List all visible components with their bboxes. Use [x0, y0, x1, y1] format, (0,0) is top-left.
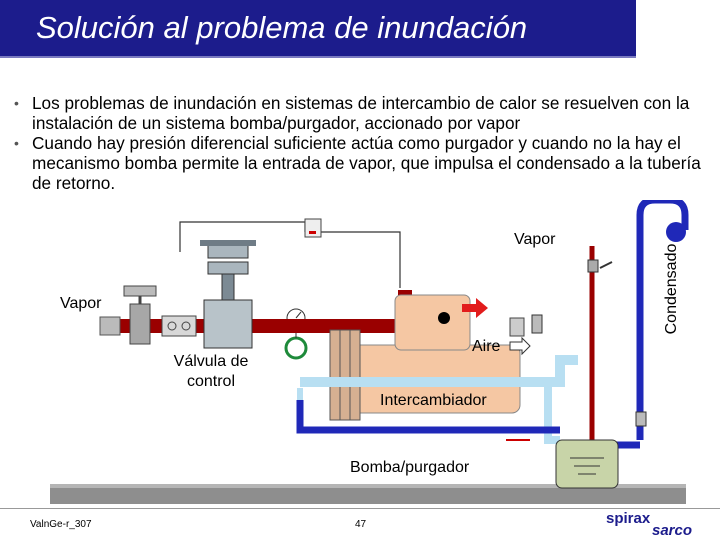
bullet-item: • Los problemas de inundación en sistema… [14, 93, 704, 133]
vacuum-breaker [284, 336, 308, 360]
floor-top [50, 484, 686, 488]
exchanger-label: Intercambiador [380, 392, 487, 409]
logo-bottom-text: sarco [652, 522, 693, 539]
bullet-dot-icon: • [14, 135, 19, 151]
pump-trap-label: Bomba/purgador [350, 459, 470, 476]
title-bar: Solución al problema de inundación [0, 0, 636, 58]
floor [50, 484, 686, 504]
steam-system-diagram [50, 200, 689, 504]
bullet-item: • Cuando hay presión diferencial suficie… [14, 133, 704, 193]
page-title: Solución al problema de inundación [36, 10, 528, 45]
control-valve [200, 240, 256, 349]
pump-trap [555, 439, 619, 489]
return-dome [666, 222, 686, 242]
page-number: 47 [355, 519, 367, 530]
strainer [161, 315, 197, 337]
steam-label-left: Vapor [60, 295, 102, 312]
air-label: Aire [472, 338, 501, 355]
steam-label-top: Vapor [514, 231, 556, 248]
isolation-valve [129, 303, 151, 345]
controller-box [304, 218, 322, 238]
bullet-text: Cuando hay presión diferencial suficient… [32, 133, 701, 193]
bullet-dot-icon: • [14, 95, 19, 111]
condensate-pipe [300, 355, 578, 387]
return-line [296, 400, 560, 434]
air-arrow-icon [509, 336, 531, 356]
flow-arrow-icon [462, 298, 488, 318]
footer-divider [0, 508, 720, 509]
check-valve [531, 314, 543, 334]
logo-top-text: spirax [606, 510, 651, 527]
control-valve-label: Válvula de control [173, 353, 249, 390]
pipe-end [99, 316, 121, 336]
bullet-list: • Los problemas de inundación en sistema… [14, 93, 704, 193]
condensate-label: Condensado [663, 243, 680, 335]
slide-code: ValnGe-r_307 [30, 519, 92, 530]
air-vent [509, 317, 525, 337]
bullet-text: Los problemas de inundación en sistemas … [32, 93, 690, 133]
spirax-sarco-logo: spirax sarco [604, 508, 712, 540]
